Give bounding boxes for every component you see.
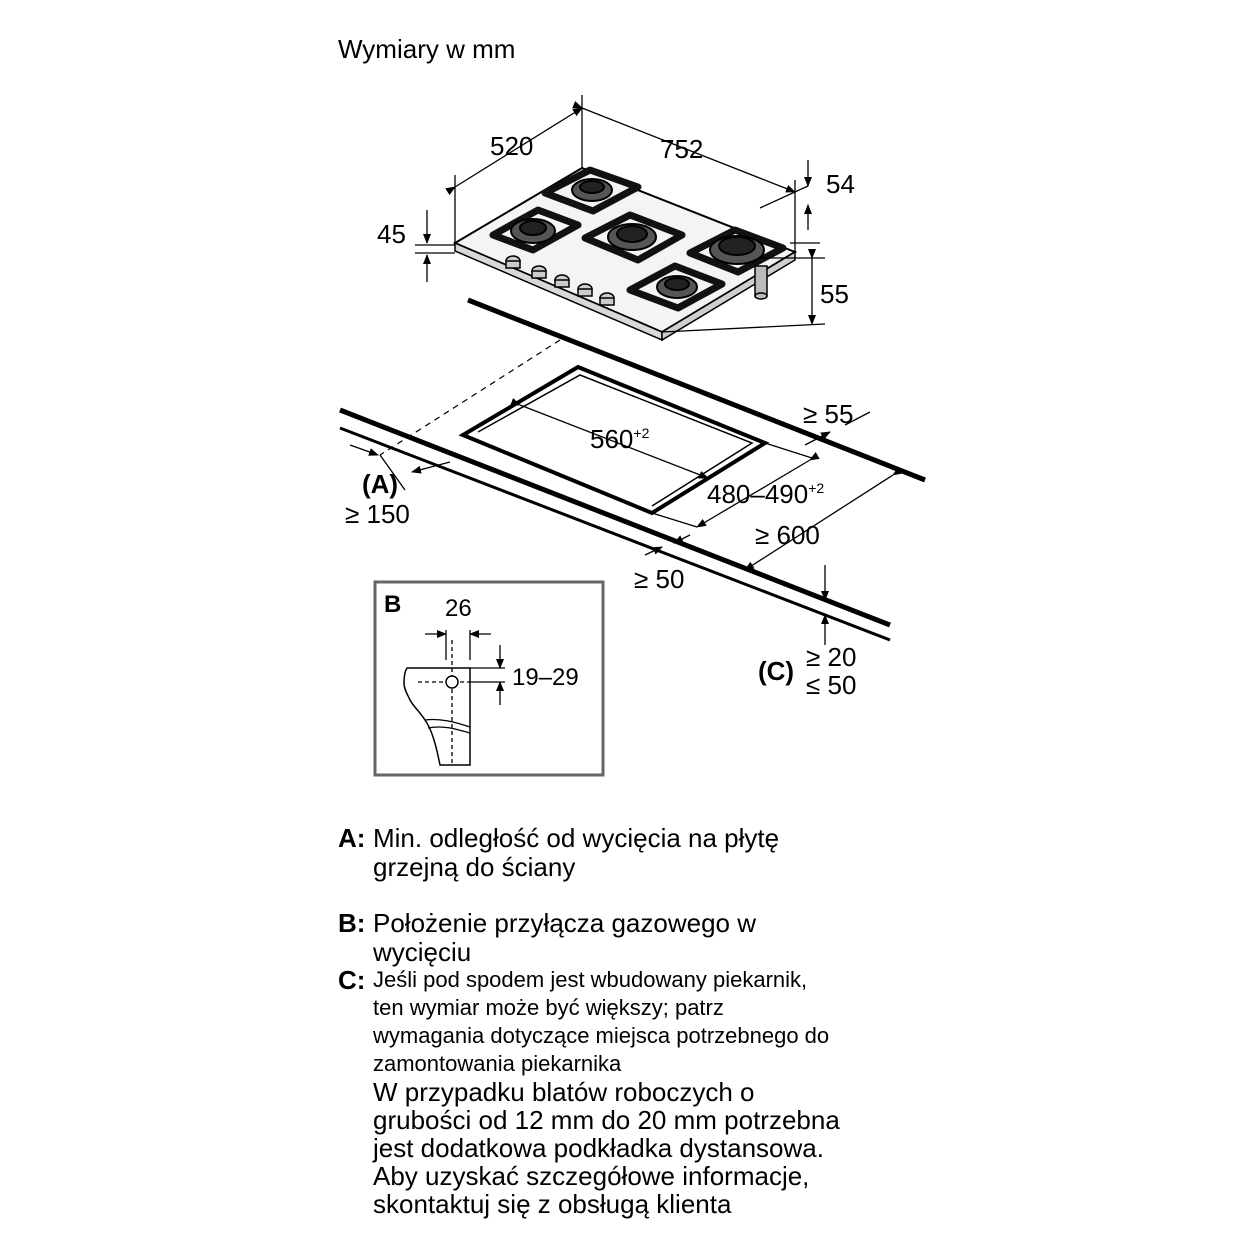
legend-a: A: Min. odległość od wycięcia na płytę g… (338, 824, 938, 882)
inset-label: B (384, 591, 401, 618)
knob-icon (577, 283, 593, 297)
inset-height-label: 19–29 (512, 664, 579, 691)
gas-connector-icon (754, 265, 768, 300)
legend-a-line: grzejną do ściany (373, 852, 576, 882)
legend-c-line: ten wymiar może być większy; patrz (373, 995, 724, 1020)
inset-b: B 26 19–29 (373, 580, 605, 777)
legend-c-line: zamontowania piekarnika (373, 1051, 622, 1076)
legend-c-line: wymagania dotyczące miejsca potrzebnego … (373, 1023, 830, 1048)
dim-thickness-min-label: ≥ 20 (806, 642, 856, 672)
burner-icon (607, 223, 657, 251)
knob-icon (505, 255, 521, 269)
marker-a-label: (A) (362, 469, 398, 499)
dim-worktop-depth-label: ≥ 600 (755, 520, 820, 550)
dim-depth-label: 520 (490, 131, 533, 161)
inset-width-label: 26 (445, 595, 472, 622)
dim-front-clearance-label: ≥ 50 (634, 564, 684, 594)
legend-c-para-line: W przypadku blatów roboczych o (373, 1077, 755, 1107)
legend-c: C: Jeśli pod spodem jest wbudowany pieka… (338, 965, 938, 1219)
legend-b-line: Położenie przyłącza gazowego w (373, 908, 756, 938)
legend-b: B: Położenie przyłącza gazowego w wycięc… (338, 909, 938, 967)
legend-c-para-line: jest dodatkowa podkładka dystansowa. (373, 1133, 824, 1163)
knob-icon (531, 265, 547, 279)
burner-icon (709, 235, 765, 265)
knob-icon (554, 274, 570, 288)
dim-wall-distance-label: ≥ 150 (345, 499, 410, 529)
legend-c-para-line: Aby uzyskać szczegółowe informacje, (373, 1161, 810, 1191)
legend-a-key: A: (338, 823, 366, 853)
burner-icon (510, 218, 556, 244)
burner-icon (571, 178, 613, 202)
dim-width-label: 752 (660, 134, 703, 164)
burner-icon (656, 275, 698, 299)
inset-frame (373, 580, 605, 777)
dim-left-height-label: 45 (377, 219, 406, 249)
dim-cutout-width-label: 560+2 (590, 424, 650, 454)
gas-connector-icon (445, 675, 459, 689)
worktop-illustration (339, 297, 926, 642)
hob-dimensions (415, 95, 826, 333)
legend-b-line: wycięciu (373, 937, 472, 967)
legend-c-key: C: (338, 965, 366, 995)
dim-right-height-label: 55 (820, 279, 849, 309)
dim-rear-clearance-label: ≥ 55 (803, 399, 853, 429)
worktop-dimensions (349, 398, 903, 645)
hob-illustration (452, 166, 798, 342)
knob-icon (599, 292, 615, 306)
legend-c-para-line: grubości od 12 mm do 20 mm potrzebna (373, 1105, 840, 1135)
legend-c-para-line: skontaktuj się z obsługą klienta (373, 1189, 732, 1219)
page-heading: Wymiary w mm (338, 34, 516, 64)
dim-right-offset-label: 54 (826, 169, 855, 199)
legend-a-line: Min. odległość od wycięcia na płytę (373, 823, 780, 853)
dim-cutout-depth-label: 480–490+2 (707, 479, 824, 509)
marker-c-label: (C) (758, 656, 794, 686)
dim-thickness-max-label: ≤ 50 (806, 670, 856, 700)
legend-c-line: Jeśli pod spodem jest wbudowany piekarni… (373, 967, 808, 992)
legend-b-key: B: (338, 908, 366, 938)
